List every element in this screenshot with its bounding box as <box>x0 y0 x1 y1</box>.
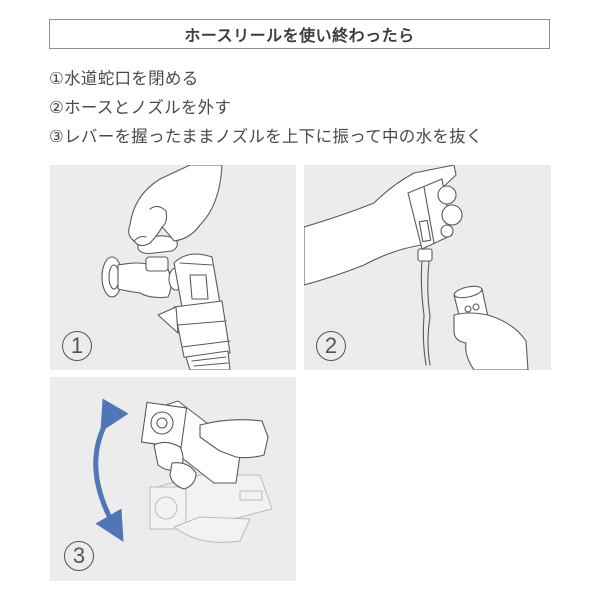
instruction-step-2: ②ホースとノズルを外す <box>49 98 232 117</box>
up-down-arrow-icon <box>93 398 129 542</box>
section-title: ホースリールを使い終わったら <box>184 26 415 45</box>
faucet-hand-illustration <box>101 165 231 370</box>
illustration-panel-1: 1 <box>50 165 296 370</box>
section-title-box: ホースリールを使い終わったら <box>49 19 550 49</box>
step-number-2: 2 <box>316 331 346 361</box>
nozzle-shake-illustration <box>93 398 273 543</box>
instruction-step-3: ③レバーを握ったままノズルを上下に振って中の水を抜く <box>49 127 483 146</box>
nozzle-drain-illustration <box>304 165 529 370</box>
illustration-panel-3: 3 <box>50 377 296 581</box>
instruction-step-1: ①水道蛇口を閉める <box>49 69 199 88</box>
step-number-3: 3 <box>64 541 94 571</box>
step-number-1: 1 <box>62 331 92 361</box>
illustration-panel-2: 2 <box>304 165 551 370</box>
instruction-list: ①水道蛇口を閉める ②ホースとノズルを外す ③レバーを握ったままノズルを上下に振… <box>49 64 483 151</box>
